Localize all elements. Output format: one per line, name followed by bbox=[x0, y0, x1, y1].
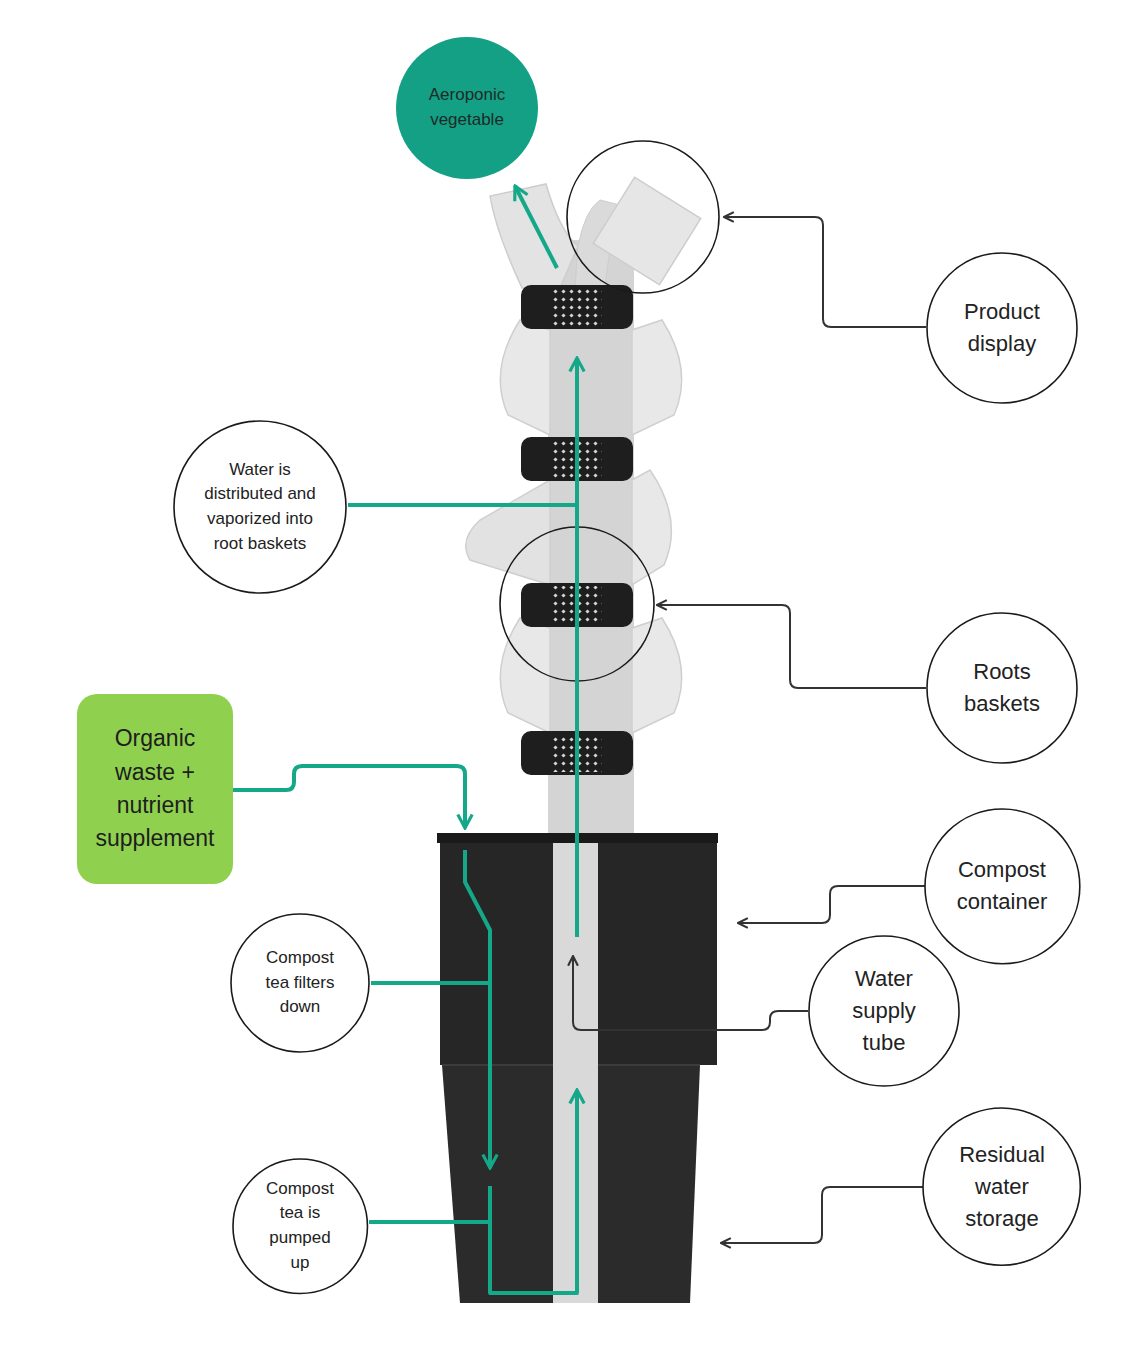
highlight-ring bbox=[567, 141, 719, 293]
circle-shape bbox=[809, 936, 959, 1086]
leader-lines bbox=[573, 217, 926, 1243]
callout-link bbox=[371, 981, 490, 985]
node-label: Compost tea is pumped up bbox=[262, 1177, 338, 1276]
node-label: Residual water storage bbox=[946, 1139, 1058, 1235]
basket-body bbox=[521, 285, 633, 329]
node-label: Product display bbox=[942, 296, 1062, 360]
callout-link bbox=[348, 503, 577, 507]
output-circle: Aeroponic vegetable bbox=[395, 36, 539, 180]
product-display-panel bbox=[593, 177, 700, 284]
node-label: Water supply tube bbox=[839, 963, 929, 1059]
left-pot bbox=[500, 320, 550, 435]
circle-shape bbox=[923, 1108, 1080, 1265]
leader-line bbox=[573, 956, 808, 1030]
circle-shape bbox=[174, 421, 346, 593]
callout-circle: Compost tea is pumped up bbox=[232, 1158, 368, 1294]
circle-outline bbox=[395, 36, 539, 180]
top-pot bbox=[490, 184, 578, 288]
callout-circle: Roots baskets bbox=[926, 612, 1078, 764]
leader-line bbox=[724, 217, 926, 327]
circle-shape bbox=[925, 809, 1080, 964]
callout-link bbox=[369, 1220, 490, 1224]
right-pot bbox=[632, 470, 671, 585]
callout-circle: Water supply tube bbox=[808, 935, 960, 1087]
filter-down-flow bbox=[465, 850, 490, 1168]
circle-shape bbox=[927, 253, 1077, 403]
root-basket bbox=[521, 285, 633, 329]
node-label: Water is distributed and vaporized into … bbox=[201, 458, 319, 557]
flow-lines bbox=[233, 186, 577, 1293]
node-label: Roots baskets bbox=[942, 656, 1062, 720]
circle-outline bbox=[173, 420, 347, 594]
left-pot bbox=[500, 618, 550, 733]
tube-up-flow bbox=[575, 358, 579, 937]
circle-outline bbox=[924, 808, 1081, 965]
input-box: Organic waste + nutrient supplement bbox=[77, 694, 233, 884]
circle-shape bbox=[233, 1159, 367, 1293]
callout-circle: Product display bbox=[926, 252, 1078, 404]
callout-circle: Residual water storage bbox=[922, 1107, 1081, 1266]
node-label: Compost container bbox=[937, 854, 1067, 918]
callout-circle: Compost tea filters down bbox=[230, 913, 370, 1053]
circle-shape bbox=[396, 37, 538, 179]
pump-up-flow bbox=[490, 1090, 577, 1293]
right-pot bbox=[632, 320, 682, 435]
right-pot bbox=[632, 618, 682, 733]
harvest-flow bbox=[515, 186, 557, 268]
callout-circle: Water is distributed and vaporized into … bbox=[173, 420, 347, 594]
basket-holes bbox=[552, 288, 602, 326]
circle-outline bbox=[232, 1158, 368, 1294]
leader-line bbox=[721, 1187, 926, 1243]
pot-tier bbox=[500, 320, 681, 435]
node-label: Aeroponic vegetable bbox=[411, 83, 523, 132]
callout-circle: Compost container bbox=[924, 808, 1081, 965]
circle-shape bbox=[927, 613, 1077, 763]
pot-tier bbox=[500, 618, 681, 733]
leader-line bbox=[738, 886, 926, 923]
node-label: Compost tea filters down bbox=[255, 946, 345, 1020]
circle-outline bbox=[926, 612, 1078, 764]
circle-outline bbox=[926, 252, 1078, 404]
node-label: Organic waste + nutrient supplement bbox=[85, 722, 225, 855]
circle-shape bbox=[231, 914, 369, 1052]
leader-line bbox=[657, 605, 926, 688]
waste-input-flow bbox=[233, 766, 465, 828]
